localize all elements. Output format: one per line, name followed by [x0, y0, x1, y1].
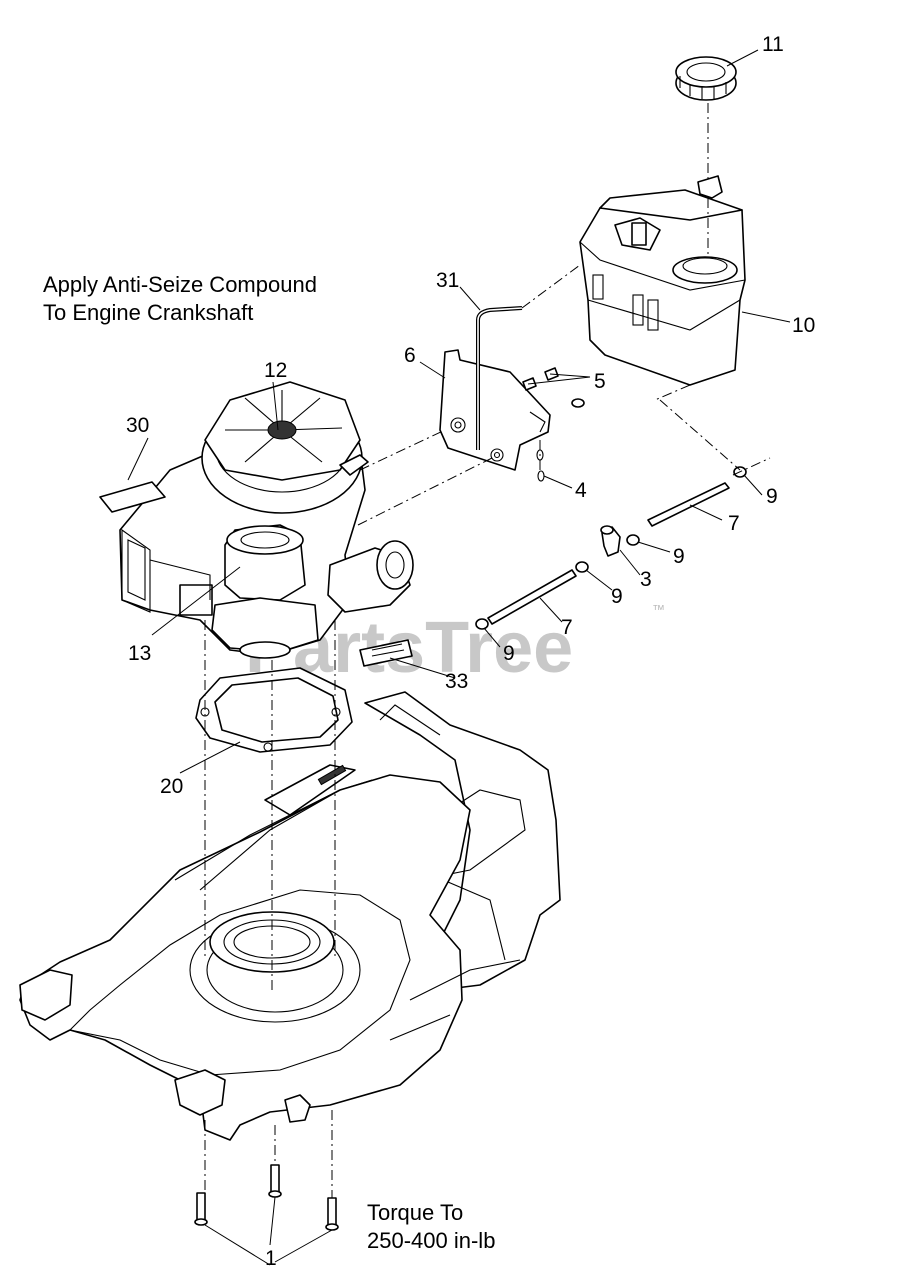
callout-33: 33	[445, 670, 468, 693]
watermark-trademark: ™	[652, 602, 665, 617]
engine-icon	[119, 381, 414, 659]
callout-9-c: 9	[611, 585, 623, 608]
callout-20: 20	[160, 775, 183, 798]
callout-31: 31	[436, 269, 459, 292]
callout-4: 4	[575, 479, 587, 502]
bolt-icon	[522, 367, 585, 461]
callout-9-a: 9	[766, 485, 778, 508]
anti-seize-note: Apply Anti-Seize Compound To Engine Cran…	[43, 271, 317, 327]
bracket-icon	[439, 349, 551, 471]
mower-deck-icon	[19, 691, 561, 1141]
callout-5: 5	[594, 370, 606, 393]
assembly-lines	[204, 103, 771, 1198]
decal-icon	[99, 481, 166, 513]
fuel-elbow-icon	[600, 525, 621, 557]
callout-13: 13	[128, 642, 151, 665]
callout-9-d: 9	[503, 642, 515, 665]
fuel-cap-icon	[675, 56, 737, 199]
torque-line-2: 250-400 in-lb	[367, 1228, 496, 1253]
gasket-icon	[195, 667, 353, 753]
callout-9-b: 9	[673, 545, 685, 568]
callout-12: 12	[264, 359, 287, 382]
fuel-tank-icon	[579, 189, 746, 386]
torque-note: Torque To 250-400 in-lb	[367, 1199, 495, 1255]
callout-7-b: 7	[561, 616, 573, 639]
leader-lines	[127, 49, 791, 1266]
callout-30: 30	[126, 414, 149, 437]
anti-seize-line-2: To Engine Crankshaft	[43, 300, 254, 325]
callout-3: 3	[640, 568, 652, 591]
callout-10: 10	[792, 314, 815, 337]
fuel-pipe-icon	[487, 482, 730, 625]
anti-seize-line-1: Apply Anti-Seize Compound	[43, 272, 317, 297]
callout-7-a: 7	[728, 512, 740, 535]
callout-6: 6	[404, 344, 416, 367]
fuel-line-icon	[476, 306, 523, 450]
callout-1: 1	[265, 1247, 277, 1270]
deck-bolt-icon	[194, 1164, 339, 1231]
callout-11: 11	[762, 33, 784, 56]
label-icon	[359, 639, 413, 667]
callout-labels: 11 10 31 6 5 4 12 30 13 20 33 9 7 9 3 9 …	[126, 33, 815, 1270]
torque-line-1: Torque To	[367, 1200, 464, 1225]
